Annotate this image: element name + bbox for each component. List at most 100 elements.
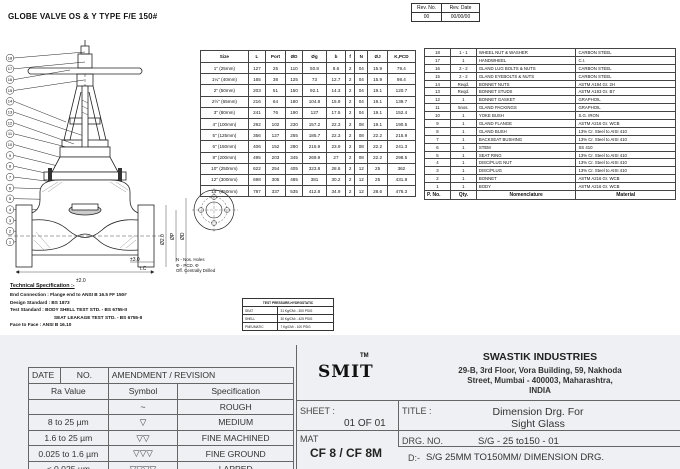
callout-number: 11 <box>8 131 13 136</box>
dim-cell: 2 <box>345 61 356 75</box>
dim-cell: 79.4 <box>386 61 417 75</box>
parts-cell: GRAPHOIL <box>575 103 676 113</box>
dim-cell: 2 <box>345 84 356 97</box>
rule-3 <box>296 430 680 431</box>
sheet-value: 01 OF 01 <box>344 418 386 429</box>
callout-number: 8 <box>9 164 12 169</box>
dim-header-cell: K,PCD <box>386 50 417 63</box>
dim-cell: 10" (250mm) <box>200 162 249 175</box>
dim-cell: 1" (25mm) <box>200 61 249 75</box>
dim-cell: 127 <box>302 106 327 119</box>
pressure-seat-label: SEAT <box>241 306 279 315</box>
dim-cell: 152.4 <box>386 106 417 119</box>
dim-cell: 431.8 <box>386 173 417 187</box>
dim-cell: 152 <box>265 140 286 153</box>
callout-bubble <box>5 205 15 214</box>
parts-cell: 1 <box>449 119 477 128</box>
parts-cell: 10 <box>424 111 451 121</box>
parts-cell: 2 <box>424 174 451 184</box>
roughness-cell: 8 to 25 µm <box>28 414 109 431</box>
dim-cell: 203 <box>265 151 286 164</box>
callout-number: 7 <box>9 174 12 179</box>
callout-bubble <box>5 151 15 160</box>
callout-bubble <box>5 237 15 247</box>
dim-cell: 2 <box>345 140 356 153</box>
callout-number: 15 <box>8 88 13 93</box>
dim-cell: 230 <box>284 117 304 131</box>
tech-spec-heading: Technical Specification :- <box>10 283 75 289</box>
dim-header-cell: L <box>247 50 267 63</box>
callout-number: 16 <box>8 77 13 82</box>
dim-cell: 362 <box>386 162 417 175</box>
callout-bubble <box>5 86 15 95</box>
parts-cell: 1 <box>424 182 451 192</box>
roughness-cell: ▽▽ <box>107 429 179 447</box>
dim-cell: 25 <box>367 173 388 187</box>
company-name: SWASTIK INDUSTRIES <box>482 351 598 363</box>
dim-cell: 241.3 <box>386 140 417 153</box>
dim-cell: 19.1 <box>367 84 388 97</box>
pressure-seat-value: 31 Kg/CM² - 300 PSIG <box>277 306 334 315</box>
callout-number: 14 <box>8 99 13 104</box>
test-pressure-heading: TEST PRESSURE-HYDROSTATIC <box>242 298 334 307</box>
roughness-cell: ▽ <box>107 414 179 431</box>
parts-cell: SS 410 <box>575 142 676 152</box>
parts-cell: BONNET GASKET <box>475 95 577 105</box>
dim-cell: 04 <box>354 61 369 75</box>
drawing-no-value: S/G - 25 to150 - 01 <box>478 436 559 447</box>
callout-leader <box>13 122 75 145</box>
dim-cell: 22.2 <box>367 129 388 142</box>
dim-cell: 241 <box>247 106 267 119</box>
material-value: CF 8 / CF 8M <box>310 446 383 460</box>
dim-cell: 139.7 <box>386 95 417 108</box>
dim-cell: 280 <box>284 140 304 153</box>
dim-cell: 30.2 <box>325 173 347 187</box>
dim-cell: 04 <box>354 95 369 108</box>
dim-cell: 215.9 <box>386 129 417 142</box>
roughness-cell: ROUGH <box>177 398 294 416</box>
parts-cell: ASTM A216 Gr. WCB <box>575 119 676 128</box>
dim-cell: 34.9 <box>325 185 347 198</box>
dim-label-d2: Ø2.0 <box>160 234 166 245</box>
parts-cell: Reqd. <box>449 87 477 97</box>
parts-cell: 14 <box>424 79 451 89</box>
dim-cell: 08 <box>354 129 369 142</box>
flange-legend: N - Nos. Holes Φ - PCD. Φ Off. Centrally… <box>176 257 215 274</box>
dim-cell: 19.1 <box>367 117 388 131</box>
parts-cell: 18 <box>424 48 451 57</box>
dim-cell: 8.6 <box>325 61 347 75</box>
dim-cell: 27 <box>325 151 347 164</box>
roughness-cell: < 0.025 µm <box>28 460 109 469</box>
dim-cell: 405 <box>284 162 304 175</box>
dim-cell: 23.9 <box>325 140 347 153</box>
legend-line-2: Φ - PCD. Φ <box>176 262 199 268</box>
rule-4 <box>398 446 680 447</box>
dim-cell: 157.2 <box>302 117 327 131</box>
dim-cell: 12.7 <box>325 73 347 86</box>
dim-cell: 787 <box>247 185 267 198</box>
dim-header-cell: Port <box>265 50 286 63</box>
amend-header-no: NO. <box>59 367 109 384</box>
parts-cell: DISC/PLUG <box>475 166 577 176</box>
parts-cell: 1 <box>449 134 477 144</box>
parts-cell: 4 <box>424 158 451 168</box>
dim-cell: 92.1 <box>302 84 327 97</box>
dim-cell: 6" (150mm) <box>200 140 249 153</box>
callout-bubble <box>5 64 15 73</box>
pressure-shell-label: SHELL <box>241 314 279 323</box>
dim-cell: 110 <box>284 61 304 75</box>
dim-header-cell: N <box>354 50 369 63</box>
parts-cell: 1 <box>449 158 477 168</box>
dim-header-cell: ØD <box>284 50 304 63</box>
dim-cell: 22.3 <box>325 129 347 142</box>
